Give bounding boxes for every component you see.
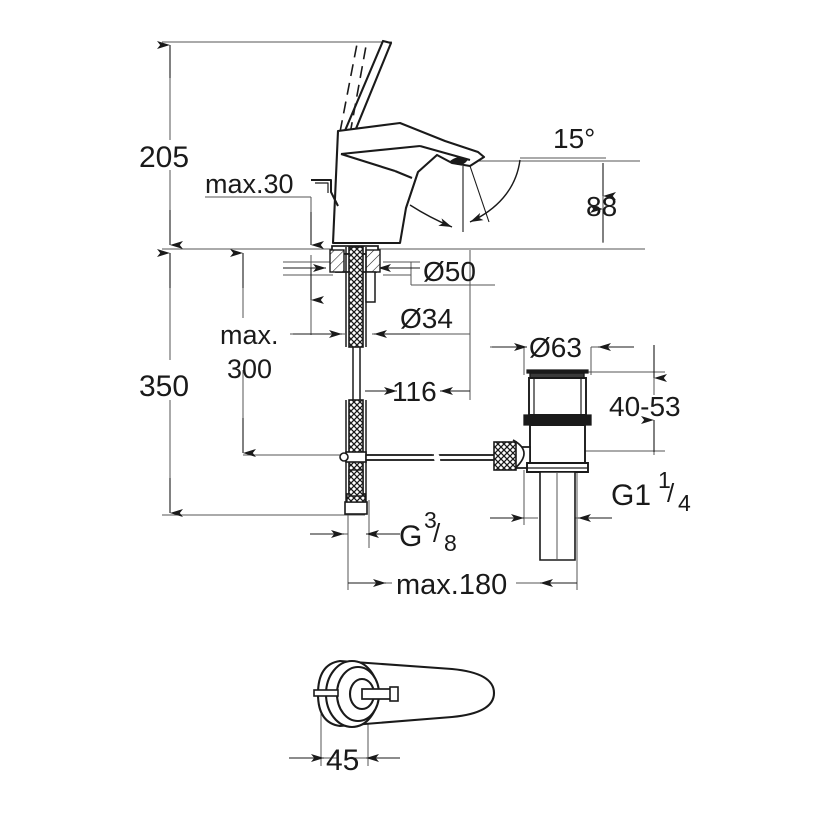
label-thread-g38-slash: / [433, 518, 441, 548]
lever-handle-top-view [313, 659, 496, 729]
dimension-labels: 205 350 max. 300 max.30 15° 88 Ø50 Ø34 1… [139, 123, 691, 777]
label-thread-g38-denominator: 8 [444, 530, 457, 556]
label-205: 205 [139, 141, 189, 174]
pop-up-waste-assembly [493, 369, 592, 561]
label-max30: max.30 [205, 169, 294, 199]
label-45: 45 [326, 744, 359, 777]
label-thread-g114-denominator: 4 [678, 490, 691, 516]
label-thread-g114-numerator: 1 [658, 467, 671, 493]
faucet-side-elevation [311, 39, 486, 245]
label-thread-g38-prefix: G [399, 520, 422, 553]
label-116: 116 [392, 376, 437, 407]
label-350: 350 [139, 370, 189, 403]
label-thread-g114-prefix: G1 [611, 479, 651, 512]
label-max300-line1: max. [220, 320, 279, 350]
label-40-53: 40-53 [609, 391, 681, 422]
dimension-arrows [157, 41, 667, 762]
label-diameter-34: Ø34 [400, 303, 453, 334]
label-diameter-50: Ø50 [423, 256, 476, 287]
label-max180: max.180 [396, 569, 507, 601]
label-88: 88 [586, 191, 617, 222]
label-diameter-63: Ø63 [529, 332, 582, 363]
label-15-degrees: 15° [553, 123, 595, 154]
label-thread-g38-numerator: 3 [424, 507, 437, 533]
label-thread-g114-slash: / [667, 478, 675, 508]
label-max300-line2: 300 [227, 354, 272, 384]
